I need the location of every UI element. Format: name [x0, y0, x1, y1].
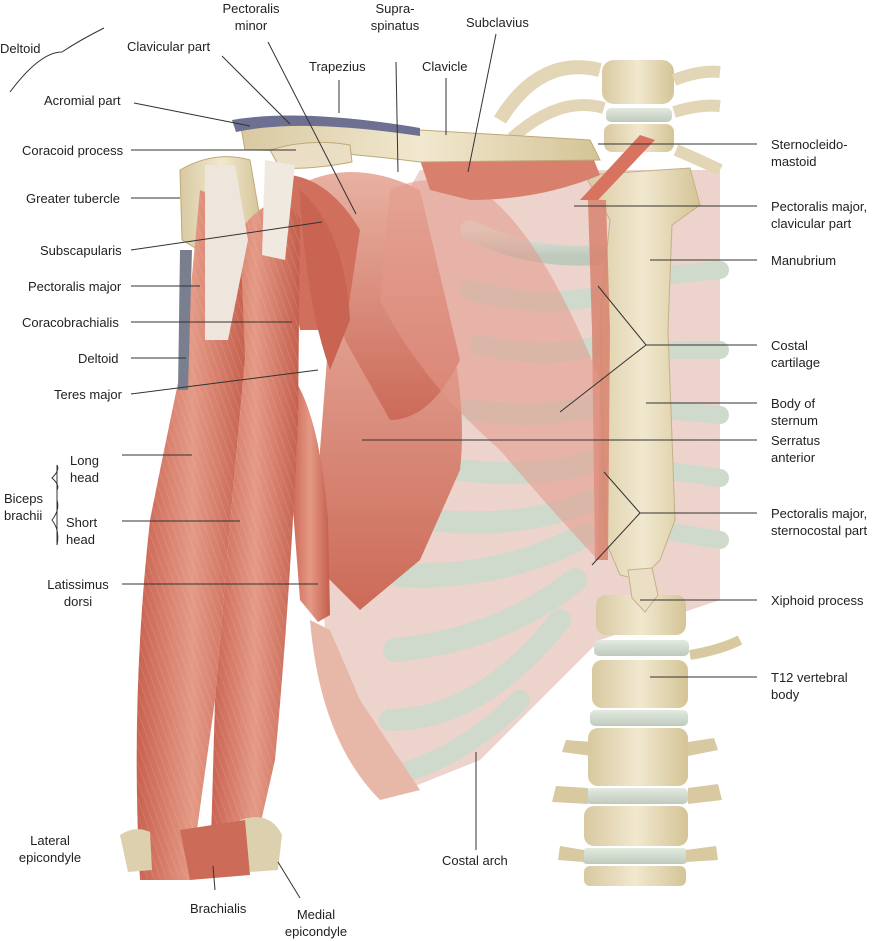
pectoralis-major-muscle — [380, 180, 600, 560]
label-deltoid: Deltoid — [78, 351, 119, 366]
label-sternocleidomastoid: Sternocleido-mastoid — [771, 137, 848, 169]
coracoid-bone — [269, 141, 353, 169]
deltoid-edge — [178, 250, 192, 390]
label-coracobrachialis: Coracobrachialis — [22, 315, 119, 330]
label-clavicular-part: Clavicular part — [127, 39, 211, 54]
latissimus-muscle — [290, 380, 330, 622]
label-pectoralis-major-clavicular: Pectoralis major,clavicular part — [771, 199, 868, 231]
coracobrachialis-muscle — [300, 190, 350, 370]
label-trapezius: Trapezius — [309, 59, 366, 74]
pectoralis-major-clavicular — [420, 150, 600, 200]
label-supraspinatus: Supra-spinatus — [370, 1, 420, 33]
label-acromial-part: Acromial part — [44, 93, 121, 108]
leader-lines — [9, 27, 757, 899]
arm-fiber-overlay — [136, 188, 300, 880]
lower-lateral-muscle — [310, 620, 420, 800]
short-head-tendon — [262, 160, 295, 260]
vertebral-column — [552, 595, 743, 886]
label-subclavius: Subclavius — [466, 15, 529, 30]
xiphoid — [627, 567, 659, 613]
label-pectoralis-major-left: Pectoralis major — [28, 279, 122, 294]
biceps-tendons — [205, 165, 248, 340]
lateral-epicondyle-bone — [120, 829, 152, 872]
upper-rib-cage — [494, 60, 723, 176]
brachialis-muscle — [180, 820, 250, 880]
label-coracoid-process: Coracoid process — [22, 143, 124, 158]
label-pectoralis-major-sternocostal: Pectoralis major,sternocostal part — [771, 506, 868, 538]
label-teres-major: Teres major — [54, 387, 122, 402]
medial-epicondyle-bone — [240, 817, 282, 872]
label-greater-tubercle: Greater tubercle — [26, 191, 120, 206]
label-deltoid-group: Deltoid — [0, 41, 41, 56]
label-clavicle: Clavicle — [422, 59, 468, 74]
label-xiphoid-process: Xiphoid process — [771, 593, 864, 608]
label-costal-arch: Costal arch — [442, 853, 508, 868]
label-brachialis: Brachialis — [190, 901, 247, 916]
label-subscapularis: Subscapularis — [40, 243, 122, 258]
sternocleidomastoid-muscle — [580, 135, 655, 200]
trapezius-strip — [232, 115, 420, 136]
label-manubrium: Manubrium — [771, 253, 837, 268]
